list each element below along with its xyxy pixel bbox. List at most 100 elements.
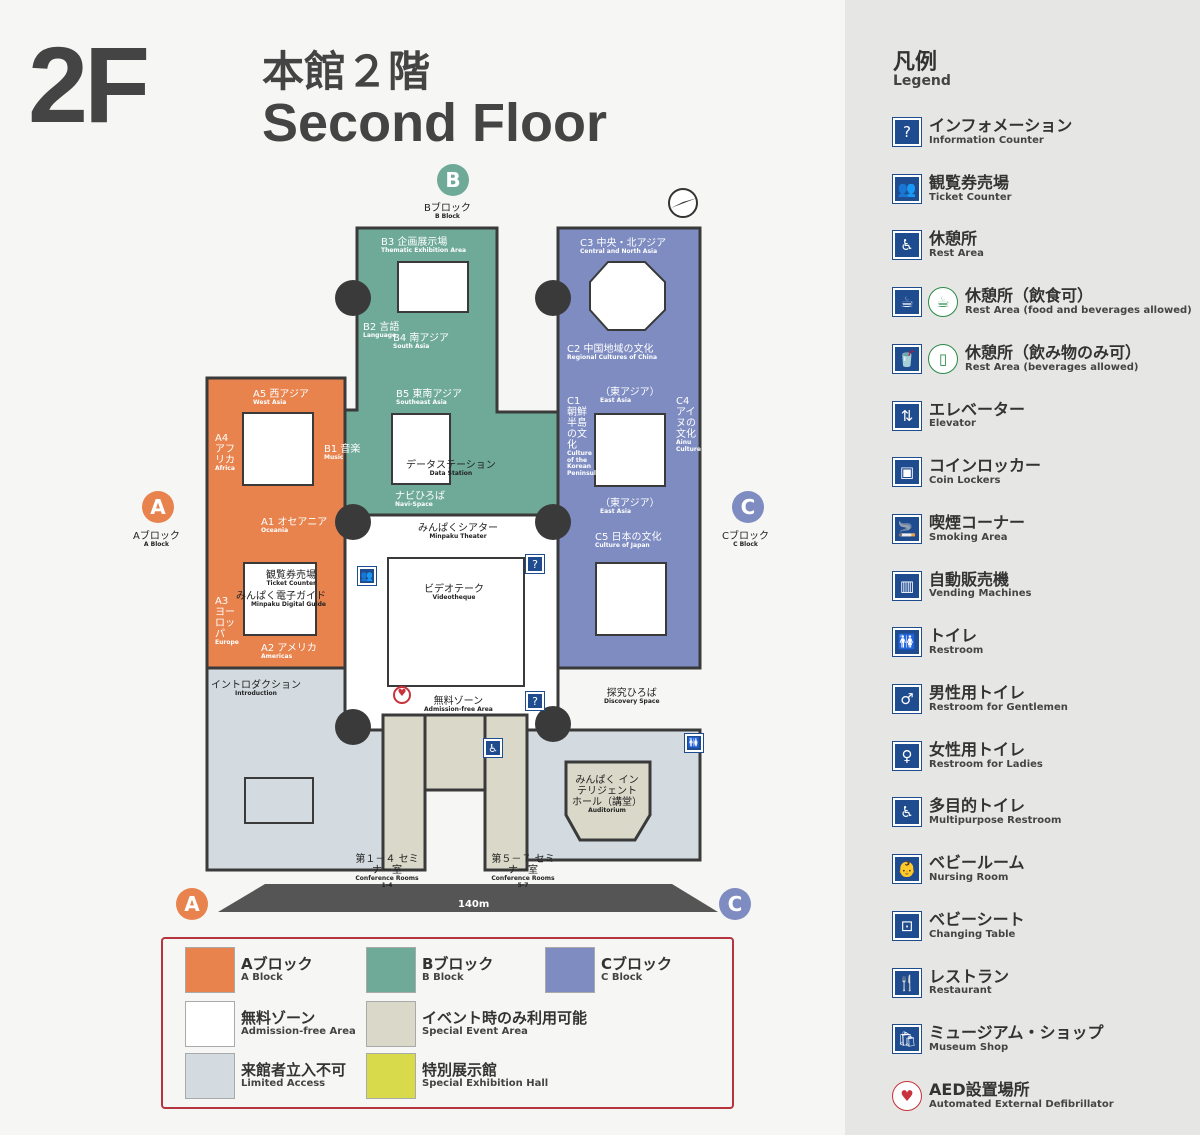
information-icon[interactable]: ? [525,691,545,711]
legend-item-en: Information Counter [929,134,1044,146]
legend-item-jp: コインロッカー [929,456,1042,476]
legend-item-en: Rest Area [929,248,984,260]
rest-area-icon: ♿ [892,230,922,261]
ticket-counter-icon[interactable]: 👥 [357,566,377,586]
legend-item-en: Restroom for Ladies [929,758,1043,770]
smoking-icon: 🚬 [892,513,922,544]
rest-area-beverage-icon: 🥤 [892,343,922,374]
information-icon[interactable]: ? [525,554,545,574]
room-east-asia[interactable]: （東アジア）East Asia [600,498,660,515]
auditorium [564,760,652,842]
stair-elevator-cores [335,280,571,745]
legend-item-en: Restaurant [929,985,992,997]
food-allowed-icon: ☕ [928,287,958,318]
auditorium[interactable]: みんぱく インテリジェント ホール（講堂）Auditorium [572,775,642,814]
legend-item-jp: 観覧券売場 [929,172,1010,192]
beverage-allowed-icon: ▯ [928,343,958,374]
scale-right-marker: C [719,888,751,920]
multipurpose-restroom-icon[interactable]: ♿ [483,738,503,758]
stair-core [335,280,371,316]
c-block-marker: C [732,491,764,523]
legend-item-en: Museum Shop [929,1042,1009,1054]
legend-item-jp: 男性用トイレ [929,683,1026,703]
multipurpose-restroom-icon: ♿ [892,797,922,828]
legend-item-jp: 喫煙コーナー [929,512,1026,532]
b-block-marker: B [437,164,469,196]
seminar-rooms-1-4 [381,713,427,872]
a-block-marker: A [142,491,174,523]
information-icon: ? [892,117,922,147]
museum-shop-icon: 🛍 [892,1024,922,1055]
legend-item-jp: 休憩所（飲食可） [965,286,1094,306]
legend-item: ☕☕休憩所（飲食可）Rest Area (food and beverages … [892,286,1192,318]
scale-left-marker: A [176,888,208,920]
stair-core [335,709,371,745]
legend-item-jp: トイレ [929,626,978,646]
legend-item-en: Vending Machines [929,588,1032,600]
stair-core [335,504,371,540]
page-title-en: Second Floor [262,93,608,153]
rest-area-food-icon: ☕ [892,287,922,318]
legend-item-en: Coin Lockers [929,475,1001,487]
legend-item-jp: 多目的トイレ [929,796,1026,816]
vending-machine-icon: ▥ [892,570,922,601]
stair-core [535,280,571,316]
coin-locker-icon: ▣ [892,457,922,488]
stair-core [535,706,571,742]
legend-item-en: Smoking Area [929,531,1008,543]
room-east-asia[interactable]: （東アジア）East Asia [600,387,660,404]
legend-item: 🥤▯休憩所（飲み物のみ可）Rest Area (beverages allowe… [892,342,1142,374]
ticket-counter-icon: 👥 [892,173,922,204]
legend-title-en: Legend [893,73,951,89]
restroom-icon[interactable]: 🚻 [684,733,704,753]
page-title-jp: 本館２階 [262,47,431,96]
legend-item-jp: インフォメーション [929,116,1073,136]
floor-map [205,188,718,912]
legend-item-jp: ミュージアム・ショップ [929,1023,1104,1043]
legend-item-en: Changing Table [929,928,1016,940]
stair-core [535,504,571,540]
legend-item-jp: 休憩所（飲み物のみ可） [965,342,1142,362]
